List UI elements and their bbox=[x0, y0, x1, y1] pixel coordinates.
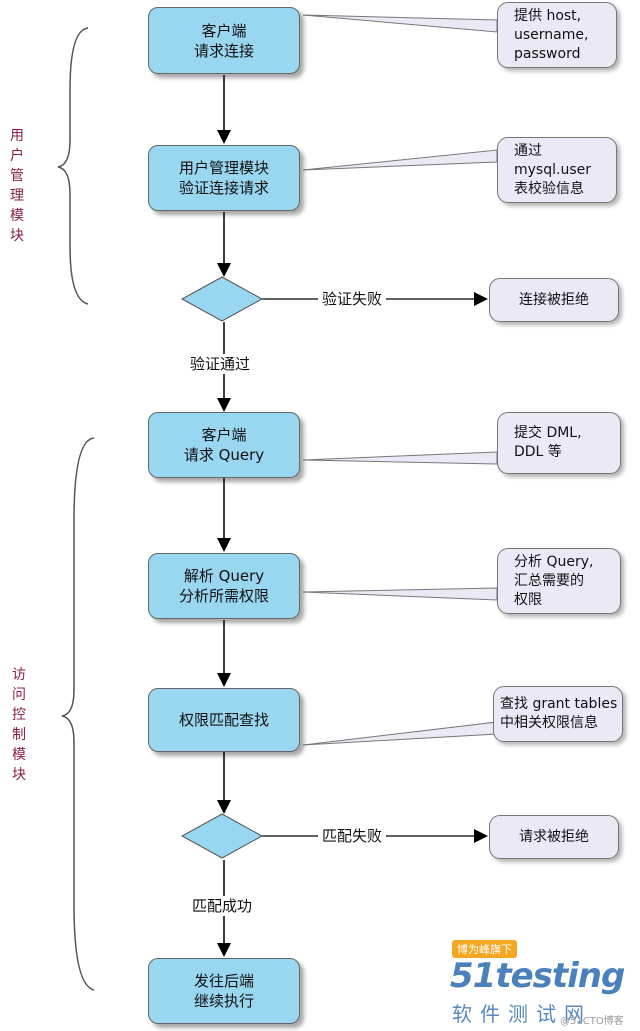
node-client-query: 客户端 请求 Query bbox=[148, 412, 300, 478]
note-mysql-user: 通过 mysql.user 表校验信息 bbox=[497, 137, 617, 203]
group-label-user-management: 用 户 管 理 模 块 bbox=[10, 128, 24, 244]
callout-tail-analyze bbox=[302, 587, 498, 601]
result-connection-rejected: 连接被拒绝 bbox=[489, 278, 619, 322]
note-dml-ddl: 提交 DML, DDL 等 bbox=[497, 412, 621, 474]
edge-label-match-success: 匹配成功 bbox=[188, 896, 257, 916]
watermark-brand: 51testing bbox=[450, 956, 625, 996]
edge-label-verify-passed: 验证通过 bbox=[186, 354, 255, 374]
group-label-access-control: 访 问 控 制 模 块 bbox=[12, 667, 26, 783]
edge-label-match-failed: 匹配失败 bbox=[318, 826, 387, 846]
node-parse-query: 解析 Query 分析所需权限 bbox=[148, 553, 300, 619]
edge-label-verify-failed: 验证失败 bbox=[318, 289, 387, 309]
watermark-badge: 博为峰旗下 bbox=[452, 940, 517, 958]
decision-diamond-match bbox=[180, 813, 264, 859]
decision-diamond-verify bbox=[180, 276, 264, 322]
callout-tail-grant bbox=[302, 721, 498, 746]
brace-access-control bbox=[61, 437, 95, 991]
note-analyze-query: 分析 Query, 汇总需要的 权限 bbox=[497, 548, 621, 614]
callout-tail-mysql-user bbox=[302, 149, 498, 171]
watermark-cn: 软件测试网 bbox=[452, 1002, 592, 1026]
brace-user-management bbox=[57, 27, 89, 305]
node-execute-backend: 发往后端 继续执行 bbox=[148, 958, 300, 1024]
node-client-connect: 客户端 请求连接 bbox=[148, 7, 300, 74]
node-user-module-verify: 用户管理模块 验证连接请求 bbox=[148, 145, 300, 211]
node-permission-lookup: 权限匹配查找 bbox=[148, 688, 300, 752]
note-grant-tables: 查找 grant tables 中相关权限信息 bbox=[493, 686, 623, 742]
callout-tail-host-info bbox=[302, 14, 498, 33]
watermark-credit: @51CTO博客 bbox=[560, 1016, 624, 1027]
callout-tail-dml-ddl bbox=[302, 451, 498, 465]
note-host-info: 提供 host, username, password bbox=[497, 2, 617, 68]
result-request-rejected: 请求被拒绝 bbox=[489, 815, 619, 859]
